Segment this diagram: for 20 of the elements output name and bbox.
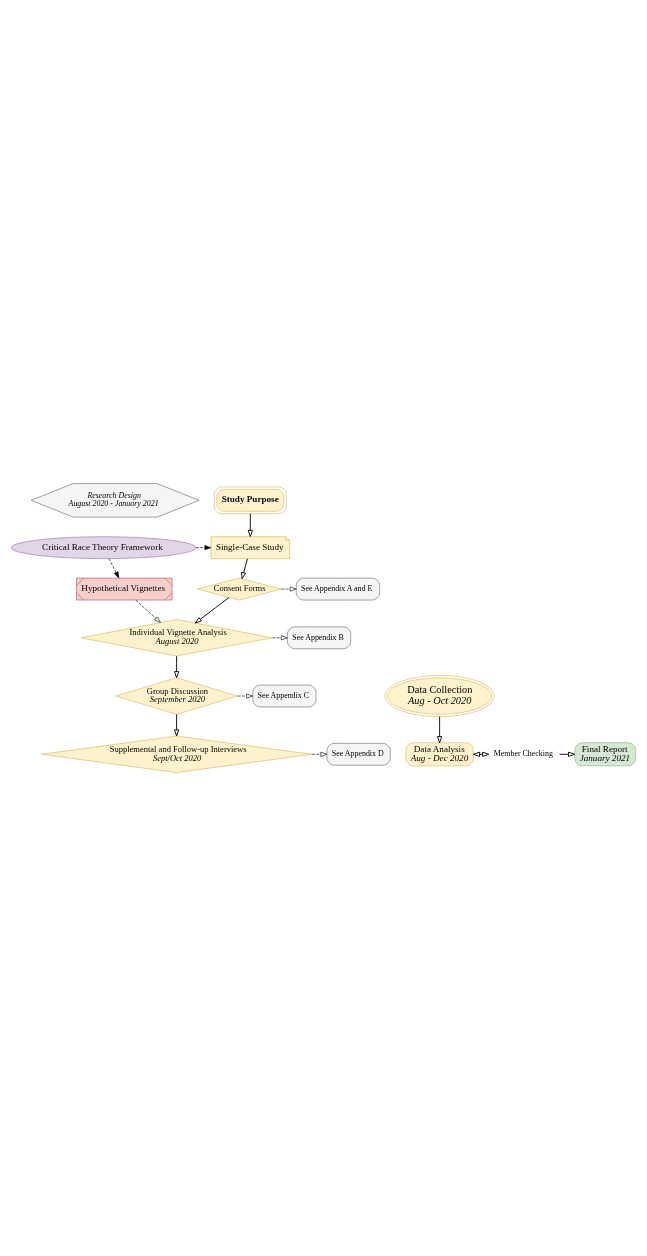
- arrow: [237, 693, 253, 699]
- arrow: [311, 751, 328, 757]
- node-box: Final Report January 2021: [574, 742, 636, 767]
- arrow: [108, 558, 120, 579]
- arrow: [194, 597, 230, 624]
- node-diamond: Group Discussion September 2020: [115, 677, 238, 715]
- node-ellipse: Critical Race Theory Framework: [11, 536, 197, 559]
- arrow: [247, 513, 253, 537]
- node-diamond: Consent Forms: [197, 577, 282, 601]
- arrow: [174, 713, 180, 737]
- node-box: Data Analysis Aug - Dec 2020: [405, 742, 474, 767]
- arrow: [437, 716, 443, 744]
- node-diamond: Supplemental and Follow-up Interviews Sept/Oct 2020: [41, 735, 313, 773]
- arrow: [272, 635, 288, 641]
- arrow: [174, 655, 180, 679]
- arrow: [559, 751, 576, 757]
- arrow: [241, 558, 248, 580]
- arrow: [281, 586, 297, 592]
- arrow: [195, 545, 212, 551]
- arrow: [135, 599, 161, 623]
